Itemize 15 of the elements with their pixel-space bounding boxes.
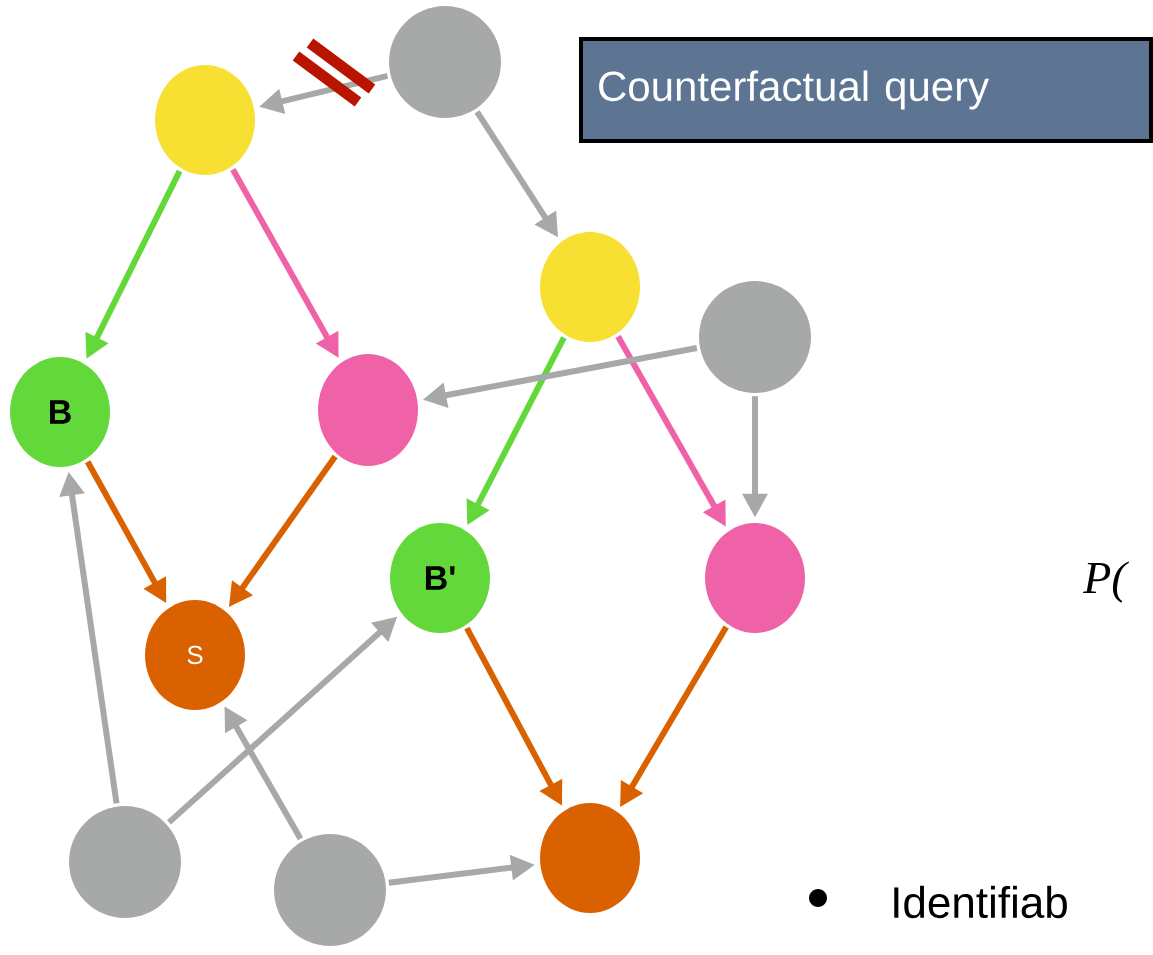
circle-node bbox=[274, 834, 386, 946]
title-banner: Counterfactual query bbox=[579, 37, 1153, 143]
circle-node bbox=[318, 354, 418, 466]
circle-node bbox=[540, 232, 640, 342]
bullet-text: Identifiab bbox=[894, 885, 1067, 919]
circle-node bbox=[69, 806, 181, 918]
formula-text: P( bbox=[1082, 561, 1129, 603]
circle-node bbox=[155, 65, 255, 175]
circle-node bbox=[389, 6, 501, 118]
letter-node: B' bbox=[390, 523, 490, 633]
circle-node bbox=[540, 803, 640, 913]
circle-node bbox=[699, 281, 811, 393]
letter-node: S bbox=[145, 600, 245, 710]
letter-node: B bbox=[10, 357, 110, 467]
circle-node bbox=[705, 523, 805, 633]
